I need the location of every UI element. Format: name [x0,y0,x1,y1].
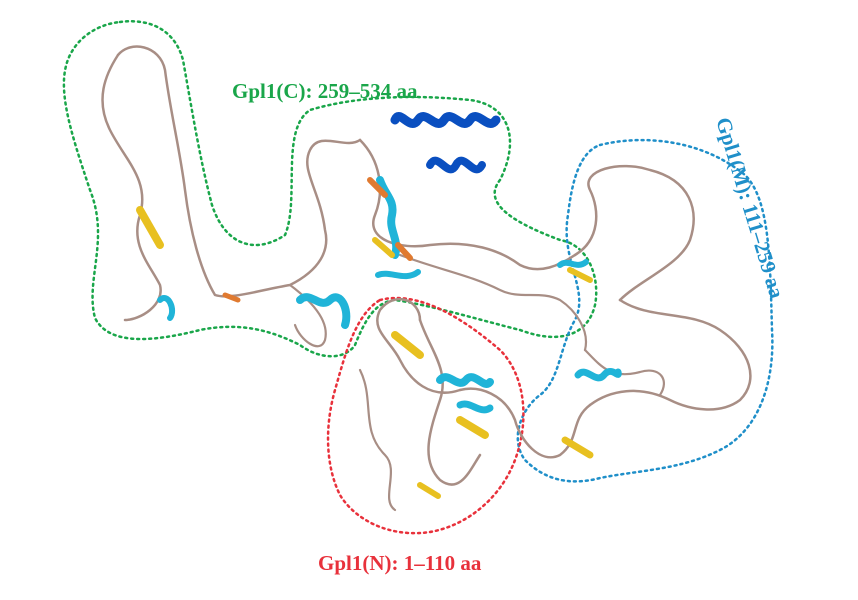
domain-c-outline [62,20,598,358]
domain-n-outline [326,296,525,535]
domain-label-c: Gpl1(C): 259–534 aa [232,79,418,103]
protein-ribbon [101,45,752,512]
domain-label-n: Gpl1(N): 1–110 aa [318,551,482,575]
domain-m-outline [516,138,774,483]
domain-label-m: Gpl1(M): 111–259 aa [711,114,789,301]
